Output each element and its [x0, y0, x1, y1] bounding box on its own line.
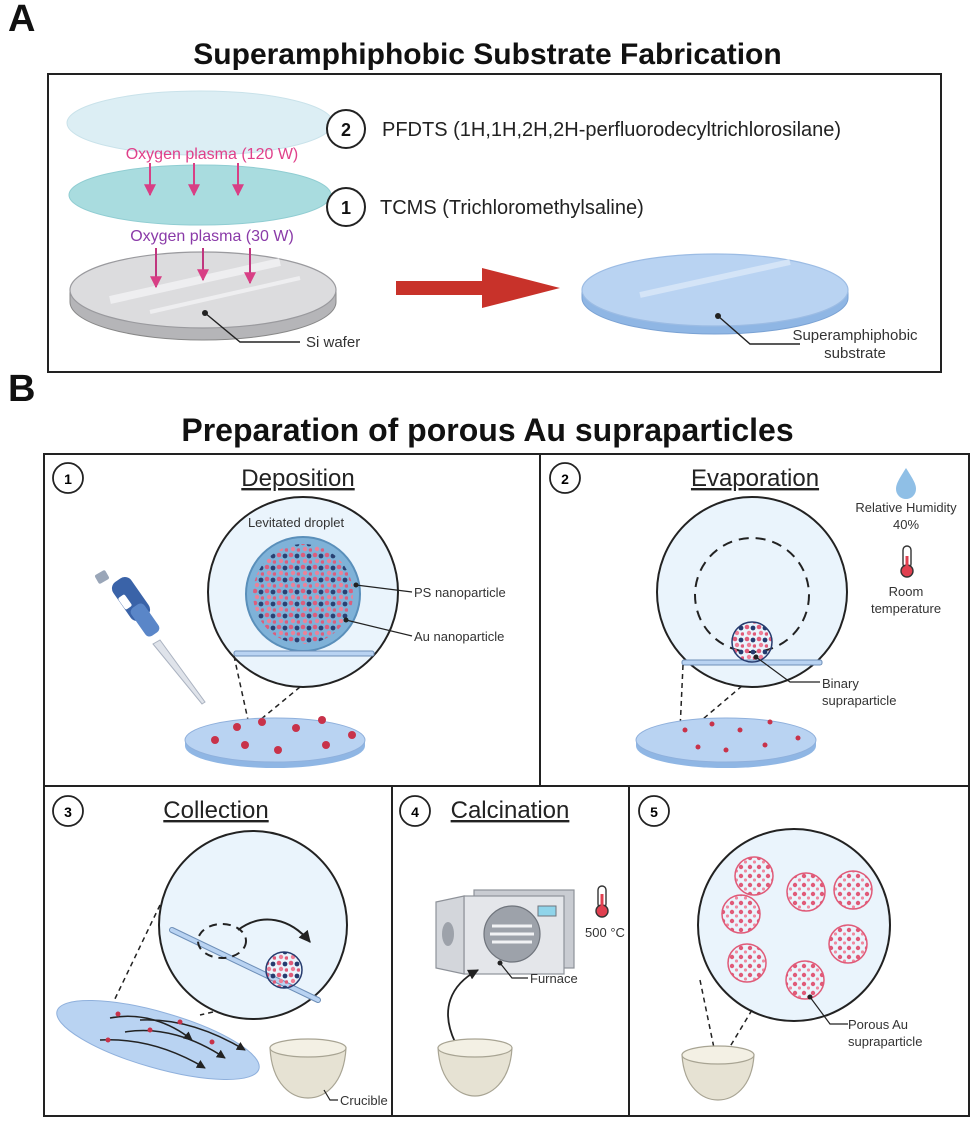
- collection-step-badge: [52, 795, 84, 827]
- substrate-label-1: Superamphiphobic: [792, 327, 918, 344]
- binary-supraparticle: [731, 621, 773, 663]
- plasma-30-label: Oxygen plasma (30 W): [130, 228, 294, 245]
- calcination-step-number: 4: [411, 804, 419, 820]
- calcination-temp: 500 °C: [585, 925, 625, 940]
- collection-title: Collection: [163, 797, 268, 824]
- porous-au-particles: [721, 856, 873, 1000]
- calcination-step-badge: [399, 795, 431, 827]
- binary-leader: [755, 656, 820, 683]
- collection-step-number: 3: [64, 804, 72, 820]
- thermometer-500-icon: [595, 885, 609, 918]
- step-1-number: 1: [341, 198, 351, 218]
- au-label: Au nanoparticle: [414, 629, 504, 644]
- crucible-icon: [437, 1038, 513, 1097]
- furnace-label: Furnace: [530, 971, 578, 986]
- si-wafer-leader: [204, 312, 300, 343]
- water-drop-icon: [896, 468, 916, 499]
- collected-supraparticle: [265, 951, 303, 989]
- deposition-title: Deposition: [241, 465, 354, 492]
- final-step-number: 5: [650, 804, 658, 820]
- tcms-label: TCMS (Trichloromethylsaline): [380, 197, 644, 219]
- room-temp-label-1: Room: [889, 584, 924, 599]
- ps-leader: [355, 584, 413, 593]
- panel-a-letter: A: [8, 0, 36, 40]
- superamphiphobic-substrate: [581, 253, 849, 335]
- collection-inset: [158, 830, 348, 1020]
- plasma-120-label: Oxygen plasma (120 W): [126, 146, 299, 163]
- final-step-badge: [638, 795, 670, 827]
- deposition-substrate: [184, 716, 366, 768]
- si-wafer-label: Si wafer: [306, 334, 360, 351]
- final-frame: [628, 785, 970, 1117]
- crucible-icon: [681, 1045, 755, 1101]
- substrate-leader: [717, 315, 800, 345]
- evaporation-step-badge: [549, 462, 581, 494]
- substrate-label-2: substrate: [824, 345, 886, 362]
- evaporation-step-number: 2: [561, 471, 569, 487]
- crucible-icon: [269, 1038, 347, 1099]
- humidity-label-2: 40%: [893, 517, 919, 532]
- pfdts-label: PFDTS (1H,1H,2H,2H-perfluorodecyltrichlo…: [382, 119, 841, 141]
- levitated-droplet-label: Levitated droplet: [248, 515, 345, 530]
- pipette-icon: [95, 570, 206, 705]
- step-1-badge: [326, 187, 366, 227]
- panel-b-letter: B: [8, 368, 36, 410]
- thermometer-icon: [900, 545, 914, 578]
- binary-label-1: Binary: [822, 676, 859, 691]
- porous-label-2: supraparticle: [848, 1034, 922, 1049]
- binary-label-2: supraparticle: [822, 693, 896, 708]
- furnace-icon: [435, 889, 575, 975]
- porous-label-1: Porous Au: [848, 1017, 908, 1032]
- ps-label: PS nanoparticle: [414, 585, 506, 600]
- au-leader: [345, 619, 413, 637]
- deposition-step-number: 1: [64, 471, 72, 487]
- step-2-badge: [326, 109, 366, 149]
- step-2-number: 2: [341, 120, 351, 140]
- panel-b-title: Preparation of porous Au supraparticles: [181, 412, 794, 448]
- evaporation-substrate: [635, 717, 817, 768]
- humidity-label-1: Relative Humidity: [855, 500, 957, 515]
- panel-a-frame: [47, 73, 942, 373]
- collection-substrate: [56, 999, 260, 1081]
- process-arrow: [396, 268, 560, 308]
- calcination-title: Calcination: [451, 797, 570, 824]
- room-temp-label-2: temperature: [871, 601, 941, 616]
- tcms-layer: [68, 164, 332, 226]
- evaporation-title: Evaporation: [691, 465, 819, 492]
- evaporation-inset: [656, 496, 848, 688]
- crucible-label: Crucible: [340, 1093, 388, 1108]
- deposition-step-badge: [52, 462, 84, 494]
- panel-a-title: Superamphiphobic Substrate Fabrication: [193, 38, 782, 71]
